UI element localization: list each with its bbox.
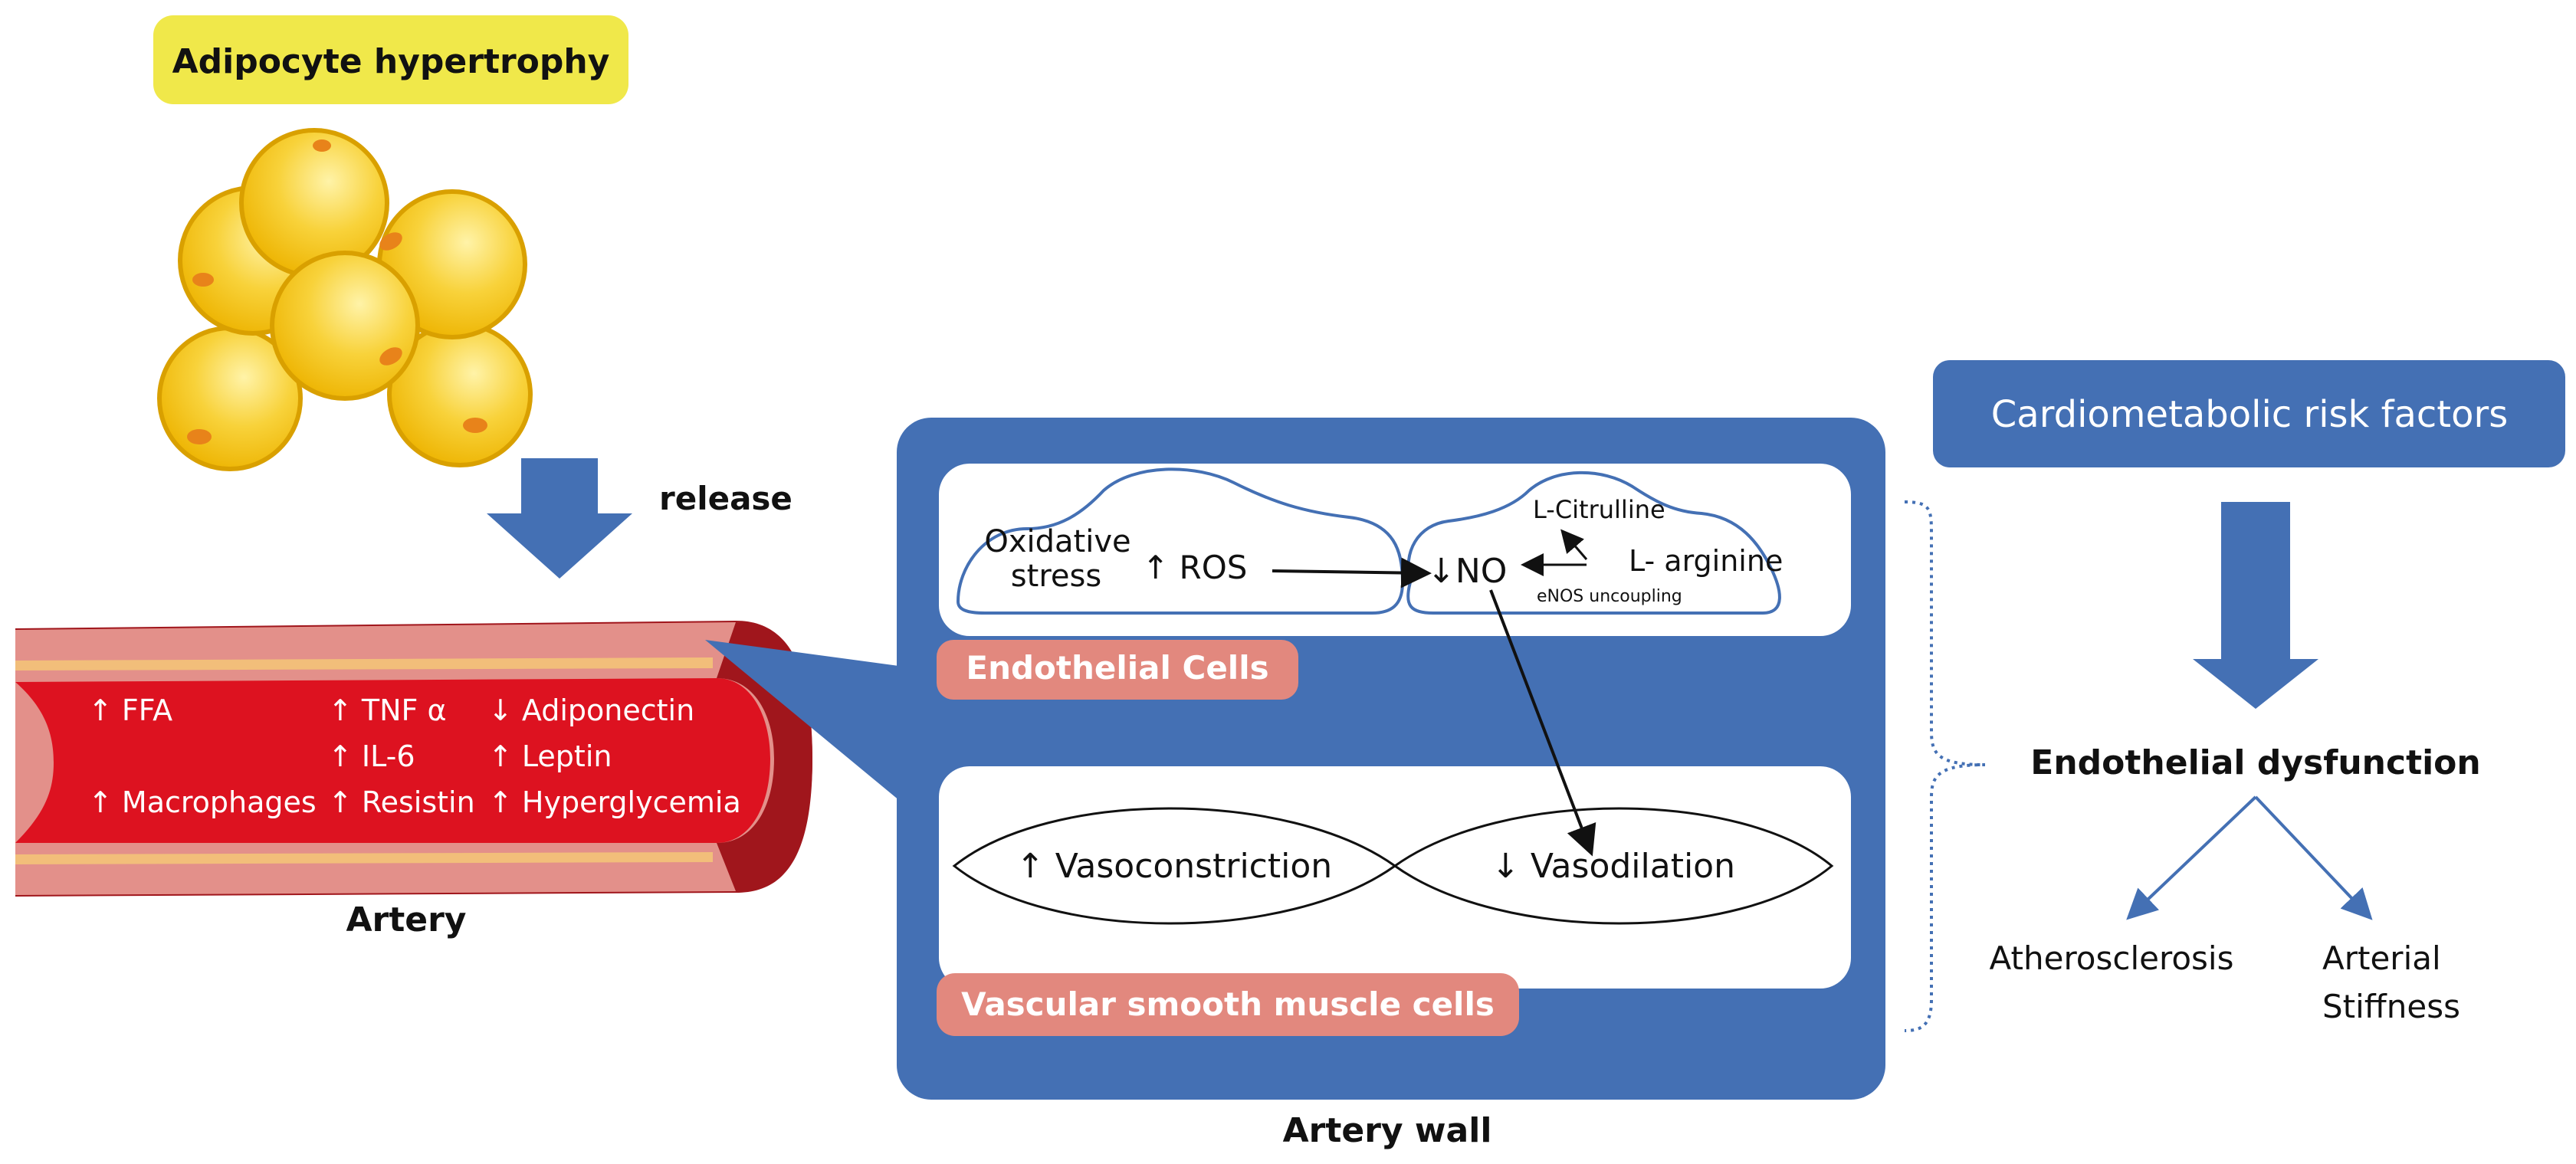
- to-atherosclerosis-arrow: [2126, 795, 2257, 920]
- artery-icon: [15, 621, 812, 897]
- vascular-smooth-muscle-label: Vascular smooth muscle cells: [937, 973, 1519, 1036]
- factor-hyperglycemia: ↑ Hyperglycemia: [488, 785, 741, 819]
- arterial-stiffness-line1: Arterial: [2322, 939, 2441, 977]
- svg-text:Vascular smooth muscle cells: Vascular smooth muscle cells: [961, 985, 1495, 1023]
- smooth-muscle-panel: [939, 766, 1851, 989]
- factor-il6: ↑ IL-6: [328, 739, 415, 773]
- artery-wall-label: Artery wall: [1283, 1111, 1492, 1150]
- smooth-muscle-cell-shapes: [952, 807, 1834, 925]
- no-label: ↓NO: [1427, 552, 1507, 591]
- no-to-vasodilation-arrow: [1489, 589, 1596, 857]
- svg-text:Adipocyte hypertrophy: Adipocyte hypertrophy: [172, 42, 610, 81]
- cardiometabolic-risk-header: Cardiometabolic risk factors: [1933, 360, 2565, 467]
- factor-resistin: ↑ Resistin: [328, 785, 475, 819]
- citrulline-label: L-Citrulline: [1533, 495, 1665, 524]
- factor-adiponectin: ↓ Adiponectin: [488, 693, 694, 727]
- arterial-stiffness-line2: Stiffness: [2322, 988, 2460, 1025]
- callout-wedge: [705, 640, 904, 805]
- adipocyte-cluster-icon: [157, 128, 533, 471]
- artery-wall-panel: [897, 418, 1885, 1100]
- release-arrow-icon: [487, 458, 632, 579]
- dotted-bracket: [1904, 500, 1986, 1032]
- endothelial-cells-label: Endothelial Cells: [937, 640, 1298, 700]
- release-label: release: [659, 480, 792, 517]
- svg-text:Cardiometabolic risk factors: Cardiometabolic risk factors: [1991, 393, 2508, 436]
- arginine-label: L- arginine: [1629, 544, 1783, 578]
- vasoconstriction-label: ↑ Vasoconstriction: [1016, 847, 1332, 886]
- vasodilation-label: ↓ Vasodilation: [1491, 847, 1735, 886]
- factor-leptin: ↑ Leptin: [488, 739, 612, 773]
- artery-label: Artery: [346, 900, 466, 939]
- adipocyte-label: Adipocyte hypertrophy: [153, 15, 628, 104]
- factor-ffa: ↑ FFA: [88, 693, 172, 727]
- svg-text:Endothelial Cells: Endothelial Cells: [966, 649, 1268, 687]
- oxidative-stress-line2: stress: [1011, 559, 1101, 594]
- arginine-to-citrulline-arrow: [1560, 529, 1588, 560]
- down-arrow-icon: [2193, 502, 2318, 709]
- endothelial-cell-outlines: [956, 467, 1781, 615]
- oxidative-stress-line1: Oxidative: [984, 524, 1130, 559]
- factor-tnf: ↑ TNF α: [328, 693, 447, 727]
- endothelial-panel: [939, 464, 1851, 636]
- ros-to-no-arrow: [1272, 557, 1432, 589]
- ros-label: ↑ ROS: [1142, 549, 1247, 586]
- atherosclerosis-label: Atherosclerosis: [1990, 939, 2234, 977]
- to-arterial-stiffness-arrow: [2254, 795, 2373, 920]
- endothelial-dysfunction-label: Endothelial dysfunction: [2030, 743, 2480, 782]
- enos-uncoupling-label: eNOS uncoupling: [1537, 587, 1682, 606]
- artery-factors: ↑ FFA ↑ Macrophages ↑ TNF α ↑ IL-6 ↑ Res…: [88, 693, 741, 819]
- factor-macrophages: ↑ Macrophages: [88, 785, 317, 819]
